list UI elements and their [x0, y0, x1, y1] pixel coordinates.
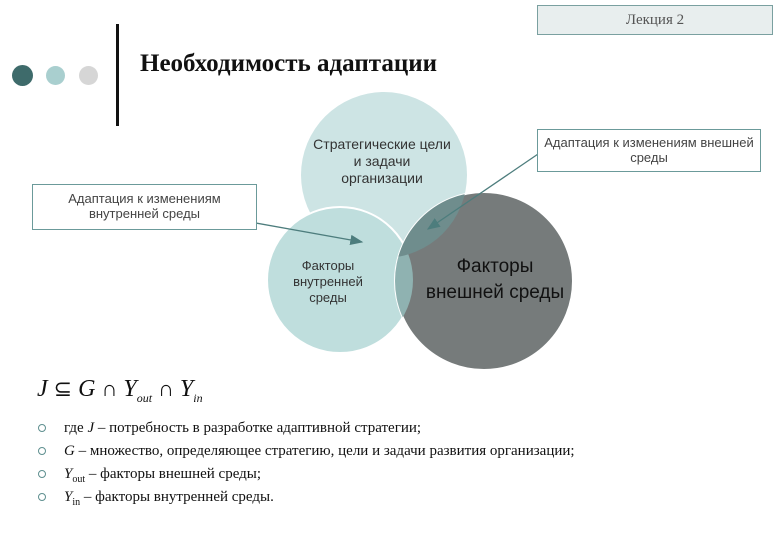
- decor-dot-grey: [79, 66, 98, 85]
- legend-symbol: J: [87, 420, 95, 436]
- formula: J⊆G∩Yout∩Yin: [37, 376, 203, 406]
- bullet-icon: [38, 447, 46, 455]
- formula-sub-in: in: [193, 390, 203, 405]
- legend-symbol: G: [64, 443, 75, 459]
- arrow-internal: [249, 221, 364, 246]
- page-title: Необходимость адаптации: [140, 50, 438, 77]
- arrow-external: [426, 151, 542, 230]
- lecture-label: Лекция 2: [625, 11, 685, 28]
- legend-item: G – множество, определяющее стратегию, ц…: [36, 441, 575, 464]
- title-divider: [116, 24, 119, 126]
- circle-internal-label: Факторы внутренней среды: [293, 258, 363, 305]
- legend-text: – факторы внешней среды;: [85, 466, 262, 482]
- legend-item: где J – потребность в разработке адаптив…: [36, 418, 575, 441]
- formula-cap-op-2: ∩: [158, 376, 174, 401]
- callout-external-adaptation: Адаптация к изменениям внешней среды: [537, 129, 761, 172]
- legend-list: где J – потребность в разработке адаптив…: [36, 418, 575, 510]
- overlap-goals-external: [395, 192, 467, 258]
- legend-subscript: out: [72, 474, 86, 485]
- lecture-label-box: Лекция 2: [537, 5, 773, 35]
- decor-dot-dark: [12, 65, 33, 86]
- legend-subscript: in: [72, 497, 81, 508]
- legend-item: Yin – факторы внутренней среды.: [36, 487, 575, 510]
- legend-text: – потребность в разработке адаптивной ст…: [94, 420, 422, 436]
- formula-g: G: [78, 376, 96, 402]
- legend-text: – множество, определяющее стратегию, цел…: [74, 443, 575, 459]
- decor-dot-light: [46, 66, 65, 85]
- legend-item: Yout – факторы внешней среды;: [36, 464, 575, 487]
- bullet-icon: [38, 493, 46, 501]
- circle-external-label: Факторы внешней среды: [425, 256, 565, 303]
- formula-lhs: J: [37, 376, 48, 402]
- circle-goals-label: Стратегические цели и задачи организации: [313, 136, 451, 186]
- formula-y-in: Y: [179, 376, 194, 402]
- legend-text: – факторы внутренней среды.: [80, 489, 274, 505]
- bullet-icon: [38, 424, 46, 432]
- bullet-icon: [38, 470, 46, 478]
- legend-prefix: где: [64, 420, 88, 436]
- callout-internal-adaptation: Адаптация к изменениям внутренней среды: [32, 184, 257, 230]
- formula-y-out: Y: [123, 376, 137, 402]
- legend-symbol: Y: [64, 489, 73, 505]
- legend-symbol: Y: [64, 466, 73, 482]
- formula-subset-op: ⊆: [53, 376, 73, 401]
- formula-sub-out: out: [136, 390, 153, 405]
- formula-cap-op-1: ∩: [101, 376, 118, 401]
